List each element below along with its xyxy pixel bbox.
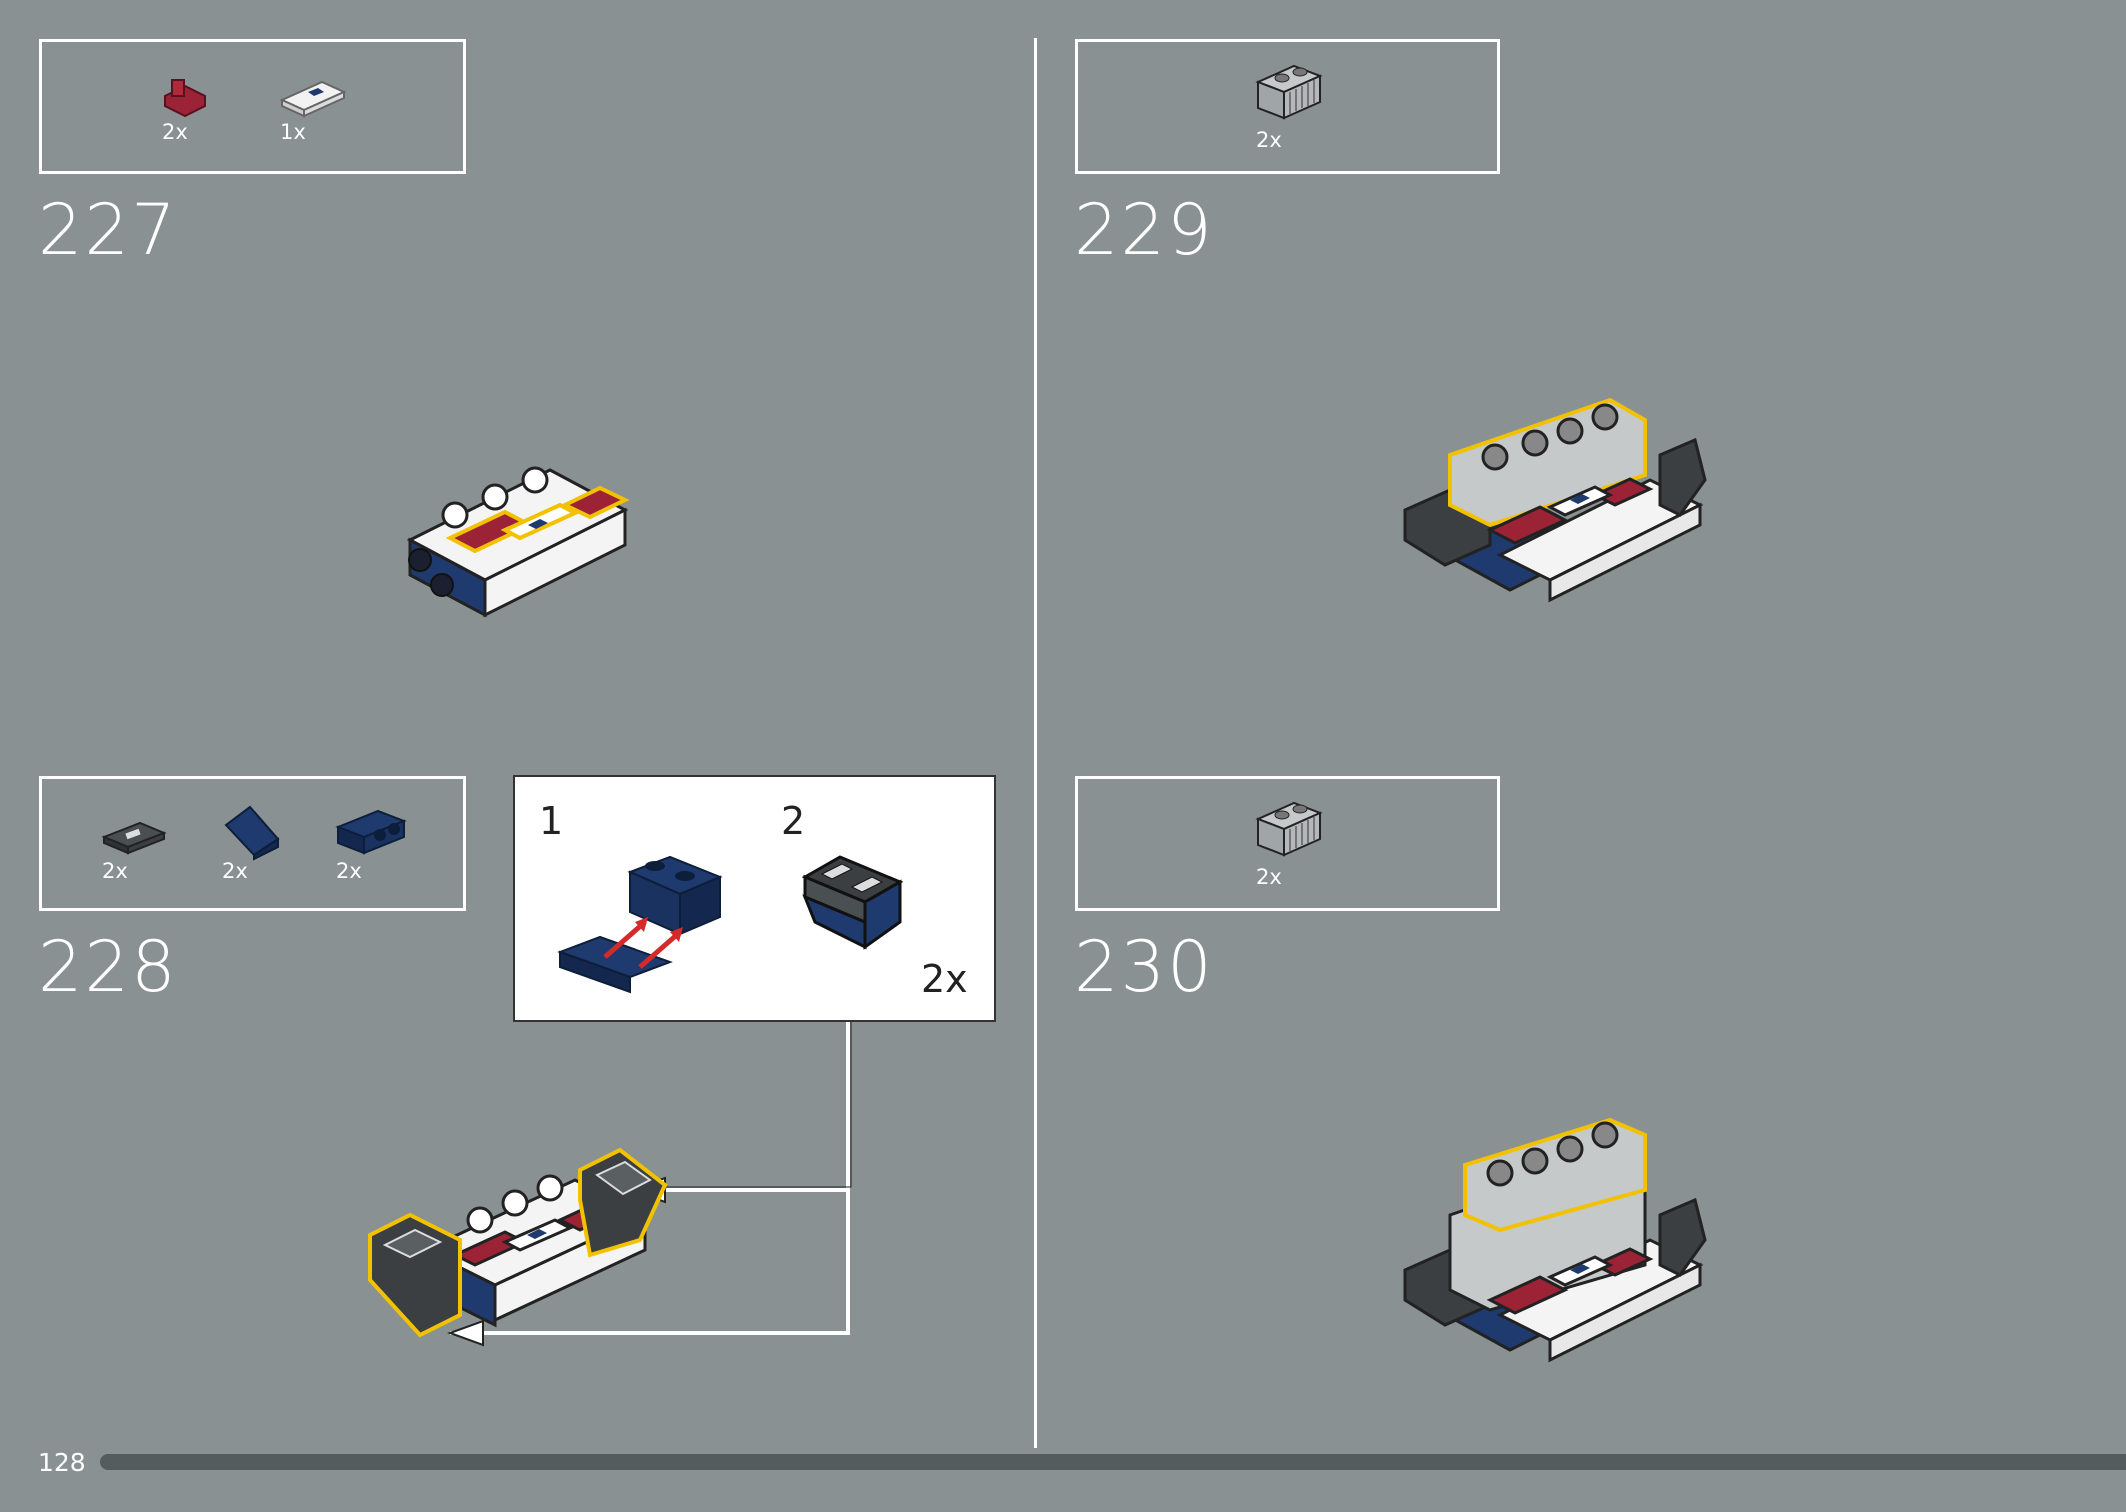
parts-list-230: 2x <box>1075 776 1500 911</box>
part-qty: 2x <box>336 859 362 883</box>
part-qty: 2x <box>1256 128 1282 152</box>
part-qty: 2x <box>162 120 188 144</box>
tile-white-stripe-icon <box>279 80 347 118</box>
slope-blue-icon <box>224 805 280 861</box>
brick-grille-grey-icon <box>1255 801 1323 857</box>
model-step-227 <box>406 466 630 618</box>
parts-list-229: 2x <box>1075 39 1500 174</box>
step-number: 227 <box>38 189 178 271</box>
step-number: 230 <box>1074 926 1214 1008</box>
model-step-228 <box>368 1147 668 1338</box>
brick-grille-grey-icon <box>1255 64 1323 120</box>
part-qty: 2x <box>222 859 248 883</box>
progress-bar <box>100 1454 2126 1470</box>
clip-red-icon <box>164 79 206 118</box>
sub-step-2-diagram <box>801 855 904 950</box>
part-qty: 1x <box>280 120 306 144</box>
tile-dark-grey-icon <box>101 821 167 855</box>
callout-multiplier: 2x <box>921 957 968 1001</box>
sub-step-1-diagram <box>557 855 723 994</box>
parts-list-227: 2x 1x <box>39 39 466 174</box>
sub-assembly-callout: 1 2 2x <box>513 775 996 1022</box>
bracket-blue-icon <box>335 809 407 855</box>
step-number: 228 <box>38 926 178 1008</box>
sub-step-1: 1 <box>539 799 564 843</box>
model-step-229 <box>1403 397 1707 603</box>
step-number: 229 <box>1074 189 1214 271</box>
page-divider <box>1034 38 1037 1448</box>
model-step-230 <box>1403 1117 1707 1363</box>
page-number: 128 <box>38 1448 86 1477</box>
parts-list-228: 2x 2x 2x <box>39 776 466 911</box>
sub-step-2: 2 <box>781 799 806 843</box>
part-qty: 2x <box>1256 865 1282 889</box>
part-qty: 2x <box>102 859 128 883</box>
